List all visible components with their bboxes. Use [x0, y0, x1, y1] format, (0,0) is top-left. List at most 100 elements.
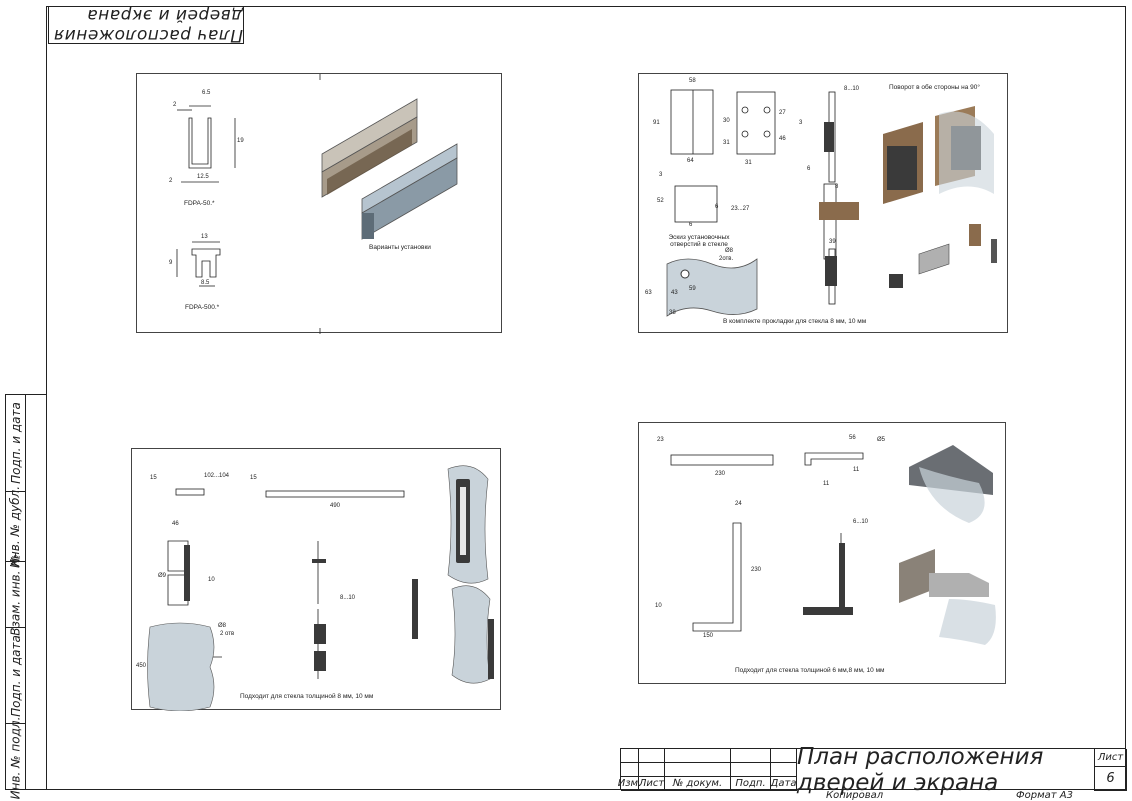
- dim-label: 2 отв: [220, 631, 235, 637]
- dim-label: 8.5: [201, 280, 210, 286]
- tb-header-sheet: Лист: [638, 777, 665, 791]
- dim-label: Ø5: [877, 437, 886, 443]
- sheet-profiles: 6.5 2 19 2 12.5 FDPA-50.* 13 9 8.5 FDPA-…: [136, 73, 502, 334]
- side-label: Подп. и дата: [8, 402, 23, 484]
- side-label: Взам. инв. №: [8, 554, 23, 636]
- dim-label: 8...10: [844, 86, 860, 92]
- dim-label: 490: [330, 503, 341, 509]
- dim-label: 3: [659, 172, 663, 178]
- dim-label: 23...27: [731, 206, 750, 212]
- handle-drawing: [147, 465, 494, 711]
- dim-label: 39: [829, 239, 836, 245]
- dim-label: 64: [687, 158, 694, 164]
- dim-label: 9: [169, 260, 173, 266]
- format-label: Формат А3: [1016, 790, 1073, 801]
- dim-label: 46: [172, 521, 179, 527]
- dim-label: 38: [669, 310, 676, 316]
- dim-label: 24: [735, 501, 742, 507]
- tb-blank: [665, 763, 731, 777]
- dim-label: 450: [136, 663, 147, 669]
- dim-label: 19: [237, 138, 244, 144]
- dim-label: 91: [653, 120, 660, 126]
- dim-label: 30: [723, 118, 730, 124]
- dim-label: 31: [723, 140, 730, 146]
- dim-label: 23: [657, 437, 664, 443]
- tb-blank: [731, 763, 771, 777]
- dim-label: 102...104: [204, 473, 230, 479]
- sheet1-caption: Варианты установки: [369, 244, 431, 251]
- dim-label: 6: [807, 166, 811, 172]
- sheet-bracket: 23 230 56 Ø5 11 11 24 6...10 230 10 150 …: [638, 422, 1006, 684]
- profile1-label: FDPA-50.*: [184, 200, 215, 207]
- hinge-drawing: [666, 89, 997, 317]
- dim-label: 6: [689, 222, 693, 228]
- tb-header-date: Дата: [770, 777, 797, 791]
- dim-label: 6: [715, 204, 719, 210]
- dim-label: 8...10: [340, 595, 356, 601]
- dim-label: 43: [671, 290, 678, 296]
- dim-label: 27: [779, 110, 786, 116]
- dim-label: 63: [645, 290, 652, 296]
- dim-label: Ø8: [218, 623, 227, 629]
- side-cell-dup: Инв. № дубл.: [6, 486, 25, 568]
- tb-blank: [621, 763, 639, 777]
- profiles-drawing: [176, 74, 458, 334]
- drawing-frame: [46, 6, 1126, 790]
- tb-blank: [771, 749, 797, 763]
- dim-label: 6...10: [853, 519, 869, 525]
- tb-header-doc: № докум.: [665, 777, 731, 791]
- dim-label: 11: [823, 481, 830, 487]
- holes-note: Эскиз установочных отверстий в стекле: [668, 234, 730, 248]
- dim-label: 13: [201, 234, 208, 240]
- profile2-label: FDPA-500.*: [185, 304, 220, 311]
- dim-label: Ø8: [725, 248, 734, 254]
- tb-sheet-label: Лист: [1095, 749, 1127, 767]
- rotated-stamp-text: Плач расположения дверей и экрана: [53, 5, 243, 45]
- side-cell-replace: Взам. инв. №: [6, 554, 25, 636]
- bracket-drawing: [670, 445, 996, 645]
- dim-label: 58: [689, 78, 696, 84]
- dim-label: 3: [799, 120, 803, 126]
- dim-label: 59: [689, 286, 696, 292]
- dim-label: 15: [250, 475, 257, 481]
- dim-label: 150: [703, 633, 714, 639]
- tb-blank: [771, 763, 797, 777]
- side-strip: Подп. и дата Инв. № дубл. Взам. инв. № П…: [5, 394, 46, 799]
- side-label: Инв. № подл.: [8, 716, 23, 800]
- dim-label: 8: [835, 184, 839, 190]
- rotated-stamp: Плач расположения дверей и экрана: [48, 5, 244, 45]
- dim-label: 2: [173, 102, 177, 108]
- dim-label: 11: [853, 467, 860, 473]
- sheet3-caption: Подходит для стекла толщиной 8 мм, 10 мм: [240, 693, 374, 700]
- tb-blank: [665, 749, 731, 763]
- dim-label: 52: [657, 198, 664, 204]
- dim-label: 230: [751, 567, 762, 573]
- tb-title: План расположения дверей и экрана: [797, 744, 1095, 796]
- dim-label: 56: [849, 435, 856, 441]
- dim-label: 12.5: [197, 174, 209, 180]
- dim-label: 10: [208, 577, 215, 583]
- sheet4-caption: Подходит для стекла толщиной 6 мм,8 мм, …: [735, 667, 885, 674]
- sheet-hinge: 58 91 64 30 31 27 46 31 8...10 3 6 8 3 5…: [638, 73, 1008, 333]
- tb-header-change: Изм.: [617, 777, 642, 791]
- side-label-column: Подп. и дата Инв. № дубл. Взам. инв. № П…: [6, 395, 26, 799]
- tb-sheet-number: 6: [1095, 767, 1127, 791]
- rotation-note: Поворот в обе стороны на 90°: [889, 84, 981, 91]
- tb-header-sign: Подп.: [731, 777, 771, 791]
- side-cell-sign-date-2: Подп. и дата: [6, 627, 25, 724]
- tb-blank: [639, 749, 665, 763]
- sheet-handle: 15 102...104 15 490 46 Ø9 10 8...10 Ø8 2…: [131, 448, 501, 711]
- tb-blank: [639, 763, 665, 777]
- side-cell-original: Инв. № подл.: [6, 717, 25, 799]
- tb-blank: [621, 749, 639, 763]
- dim-label: 10: [655, 603, 662, 609]
- dim-label: 2отв.: [719, 256, 734, 262]
- dim-label: 6.5: [202, 90, 211, 96]
- title-block: Изм. Лист № докум. Подп. Дата План распо…: [617, 744, 1127, 796]
- dim-label: 46: [779, 136, 786, 142]
- dim-label: Ø9: [158, 573, 167, 579]
- dim-label: 2: [169, 178, 173, 184]
- side-cell-sign-date-1: Подп. и дата: [6, 395, 25, 491]
- dim-label: 230: [715, 471, 726, 477]
- tb-blank: [731, 749, 771, 763]
